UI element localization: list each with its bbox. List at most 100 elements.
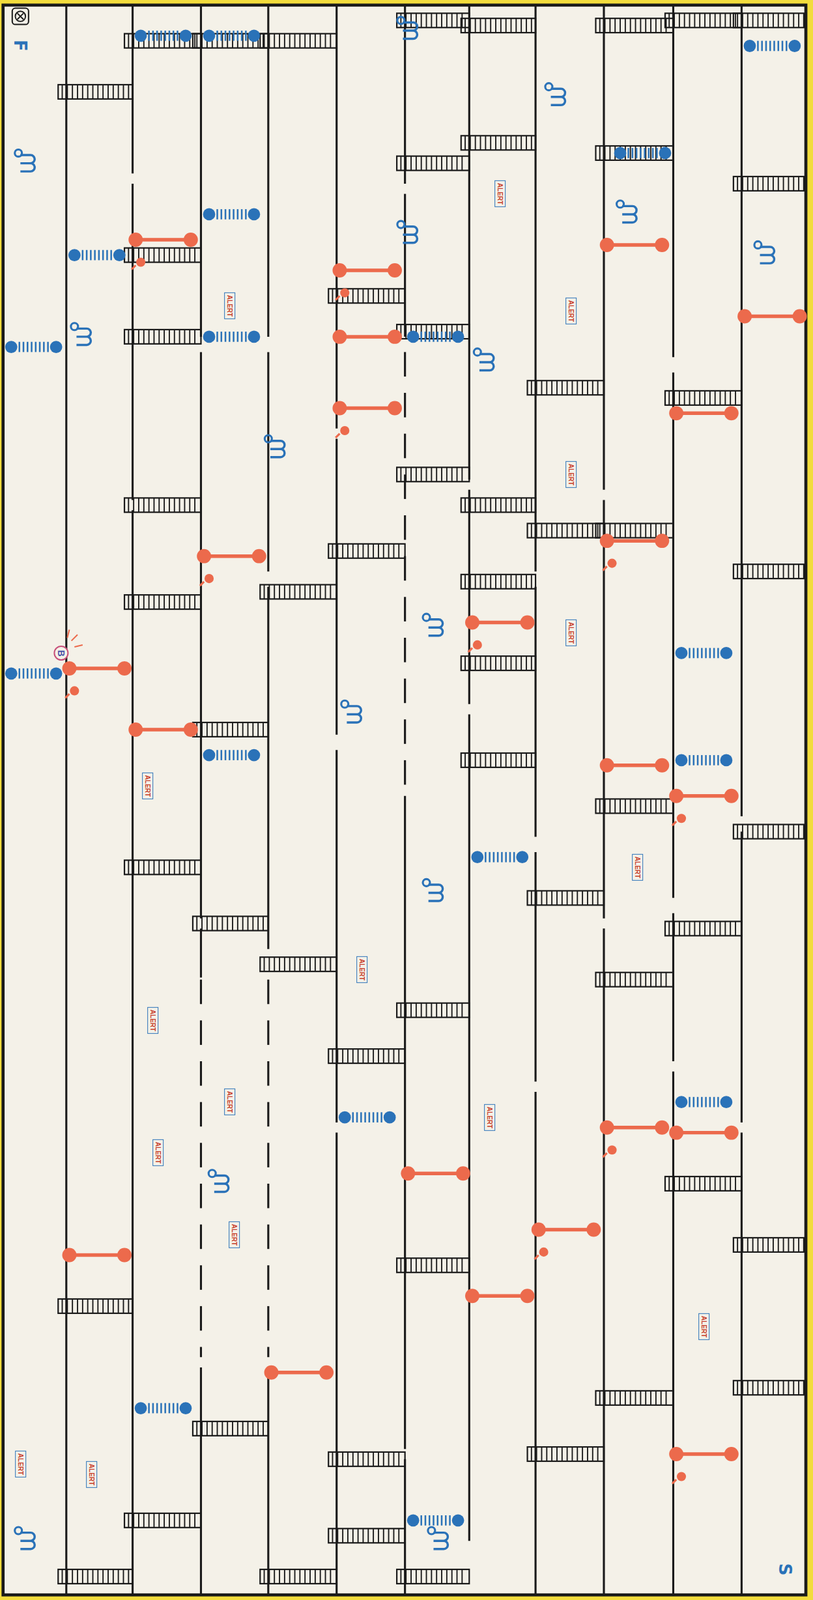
ladder-rung [163,329,165,344]
ladder-rung [399,467,402,482]
spring-coil [232,749,235,761]
ladder-rung [709,390,711,406]
ladder-rung [435,467,438,482]
spring-end [452,330,465,343]
ladder-rung [604,798,606,813]
ladder-rung [262,916,264,931]
red-dumbbell [196,549,266,586]
icon-cross [17,13,24,19]
ladder-rung [168,859,171,875]
bomb-spark [67,629,83,647]
spring-coil [46,668,49,679]
spring-coil [428,1515,431,1526]
spring-end [113,248,126,262]
floor-line [199,1306,202,1331]
ladder-rung [762,13,764,28]
spring-coil [147,1403,150,1414]
ladder-rung [347,1528,349,1543]
ladder-rung [530,18,533,33]
ladder-rung [127,497,129,513]
spring-end [179,1401,193,1415]
ladder [396,1257,470,1273]
ladder [665,921,742,936]
ladder-rung [123,84,125,100]
spring-coil [22,342,25,353]
ladder-rung [599,972,601,987]
ladder-rung [446,467,448,482]
ladder-rung [383,1048,385,1064]
ladder-frame [396,13,470,28]
spring-coil [380,1112,383,1123]
alert-box: ALERT [152,1139,164,1167]
spring-coil [643,147,646,159]
ladder-rung [76,1569,79,1584]
spring-coil [228,209,231,220]
ladder-rung [173,594,176,610]
ladder [259,33,337,49]
ladder-rung [221,916,223,931]
ladder-rung [179,594,181,610]
spring-coil [244,209,247,220]
spring-coil [504,852,507,863]
dumbbell-end [264,1365,279,1380]
spring-coil [432,331,435,343]
spring-coil [652,147,655,159]
ladder-rung [689,13,691,28]
ladder-rung [741,824,744,840]
ladder-rung [736,824,739,840]
ladder-rung [541,890,543,905]
ladder-rung [650,145,652,161]
ladder-rung [435,1257,438,1273]
spring-coil [176,30,179,42]
snake-head [14,149,23,157]
spring-end [515,850,529,864]
alert-text: ALERT [226,295,234,317]
dumbbell-end [196,549,212,564]
ladder-rung [336,543,339,559]
ladder-rung [660,972,662,987]
ladder-rung [576,523,578,539]
spring-coil [693,755,696,766]
ladder-rung [762,564,764,579]
spring-coil [648,147,651,159]
ladder-rung [446,156,448,171]
ladder-rung [377,1048,380,1064]
ladder-rung [196,1421,198,1436]
ladder-rung [398,1528,400,1543]
ladder-rung [289,956,291,972]
ladder-rung [500,753,502,768]
ladder-rung [257,722,259,737]
ladder-rung [484,497,486,513]
ladder [733,824,804,840]
spring-coil [709,648,712,659]
ladder-rung [709,921,711,936]
ladder-rung [263,1569,266,1584]
spring-coil [241,209,243,220]
ladder-rung [614,972,616,987]
ladder-rung [163,1513,165,1528]
ladder-rung [304,584,306,600]
spring-coil [428,331,431,343]
spring-coil [639,147,642,159]
ladder-rung [505,753,507,768]
snake-head [427,1526,436,1535]
floor-line [602,928,605,1594]
ladder-rung [599,145,601,161]
ladder-rung [362,288,365,303]
spring-coil [432,1515,435,1526]
ladder-rung [82,84,84,100]
ladder-rung [495,135,497,150]
spring-coil [172,1403,175,1414]
blue-snake [208,1169,229,1193]
dumbbell-end [332,329,347,344]
ladder-rung [226,1421,229,1436]
ladder-rung [762,1237,764,1253]
ladder-rung [777,176,780,191]
ladder-rung [183,859,186,875]
ladder [461,18,536,33]
spring-coil [352,1112,355,1123]
ladder-rung [148,1513,150,1528]
ladder-rung [194,329,196,344]
ladder-rung [624,972,627,987]
ladder-rung [168,594,171,610]
